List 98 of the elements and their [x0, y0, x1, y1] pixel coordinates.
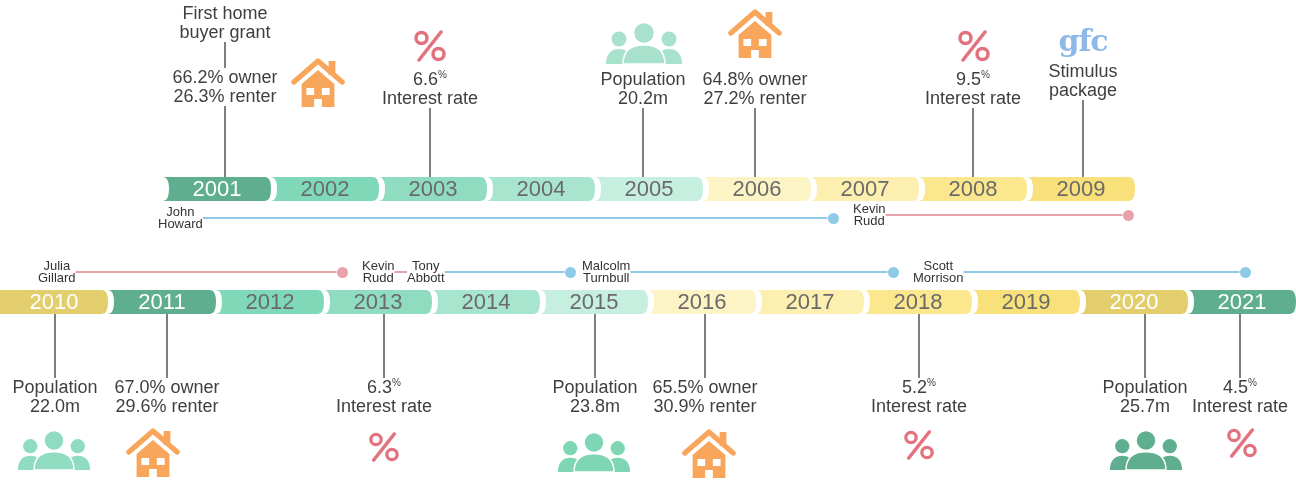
term-line — [884, 214, 1124, 216]
annotation-text: Interest rate — [1191, 397, 1288, 416]
leader-line — [224, 105, 226, 178]
year-label: 2013 — [353, 290, 403, 314]
rate-value: 9.5$^{%}$ — [956, 70, 990, 89]
term-line — [201, 217, 829, 219]
year-label: 2011 — [138, 290, 186, 314]
rate-value: 4.5$^{%}$ — [1223, 378, 1257, 397]
leader-line — [166, 313, 168, 379]
year-label: 2019 — [1001, 290, 1051, 314]
annotation-text: Interest rate — [870, 397, 967, 416]
leader-line — [1082, 99, 1084, 178]
dot-icon — [887, 266, 899, 278]
term-line — [629, 271, 889, 273]
timeline-segment — [379, 177, 487, 201]
abbreviation-text: gfc — [1058, 24, 1108, 58]
year-label: 2018 — [893, 290, 943, 314]
annotation-text: Population 23.8m — [549, 378, 641, 416]
rate-value: 6.6$^{%}$ — [413, 70, 447, 89]
dot-icon — [1239, 266, 1251, 278]
annotation-text: Interest rate — [381, 89, 478, 108]
leader-name: Kevin Rudd — [362, 260, 395, 284]
year-label: 2017 — [785, 290, 835, 314]
annotation-text: Population 20.2m — [597, 70, 689, 108]
annotation-text: 64.8% owner 27.2% renter — [695, 70, 815, 108]
annotation-text: Interest rate — [924, 89, 1021, 108]
leader-name: Julia Gillard — [38, 260, 76, 284]
annotation-text: Stimulus package — [1047, 62, 1119, 100]
timeline-segment — [163, 177, 271, 201]
leader-line — [918, 313, 920, 379]
timeline-segment — [703, 177, 811, 201]
leader-line — [383, 313, 385, 379]
leader-line — [754, 107, 756, 178]
timeline-segment — [1188, 290, 1296, 314]
timeline-segment — [324, 290, 432, 314]
year-label: 2016 — [677, 290, 727, 314]
dot-icon — [564, 266, 576, 278]
year-label: 2005 — [624, 177, 674, 201]
leader-name: Tony Abbott — [407, 260, 445, 284]
year-label: 2004 — [516, 177, 566, 201]
year-label: 2009 — [1056, 177, 1106, 201]
annotation-text: 66.2% owner 26.3% renter — [165, 68, 285, 106]
timeline-segment — [864, 290, 972, 314]
annotation-text: First home buyer grant — [170, 4, 280, 42]
leader-line — [1144, 313, 1146, 379]
term-line — [443, 271, 566, 273]
rate-value: 6.3$^{%}$ — [367, 378, 401, 397]
annotation-text: 67.0% owner 29.6% renter — [107, 378, 227, 416]
timeline-segment — [595, 177, 703, 201]
leader-line — [429, 107, 431, 178]
annotation-text: 65.5% owner 30.9% renter — [645, 378, 765, 416]
year-label: 2020 — [1109, 290, 1159, 314]
timeline-segment — [811, 177, 919, 201]
timeline-segment — [432, 290, 540, 314]
year-label: 2003 — [408, 177, 458, 201]
year-label: 2001 — [192, 177, 242, 201]
year-label: 2006 — [732, 177, 782, 201]
leader-name: Scott Morrison — [913, 260, 964, 284]
year-label: 2007 — [840, 177, 890, 201]
dot-icon — [827, 212, 839, 224]
term-line — [393, 271, 408, 273]
rate-value: 5.2$^{%}$ — [902, 378, 936, 397]
year-label: 2012 — [245, 290, 295, 314]
timeline-segment — [1080, 290, 1188, 314]
year-label: 2015 — [569, 290, 619, 314]
timeline-segment — [919, 177, 1027, 201]
leader-line — [54, 313, 56, 379]
timeline-segment — [756, 290, 864, 314]
term-line — [962, 271, 1241, 273]
year-label: 2021 — [1217, 290, 1267, 314]
timeline-segment — [216, 290, 324, 314]
annotation-text: Population 25.7m — [1099, 378, 1191, 416]
annotation-text: Population 22.0m — [9, 378, 101, 416]
leader-name: Kevin Rudd — [853, 203, 886, 227]
leader-line — [642, 107, 644, 178]
leader-line — [972, 107, 974, 178]
timeline-segment — [271, 177, 379, 201]
leader-line — [224, 41, 226, 69]
timeline-segment — [487, 177, 595, 201]
timeline-segment — [0, 290, 108, 314]
year-label: 2002 — [300, 177, 350, 201]
leader-name: John Howard — [158, 206, 203, 230]
year-label: 2014 — [461, 290, 511, 314]
leader-line — [594, 313, 596, 379]
dot-icon — [336, 266, 348, 278]
leader-line — [704, 313, 706, 379]
timeline-segment — [1027, 177, 1135, 201]
year-label: 2010 — [29, 290, 79, 314]
dot-icon — [1122, 209, 1134, 221]
annotation-text: Interest rate — [335, 397, 432, 416]
timeline-segment — [540, 290, 648, 314]
leader-name: Malcolm Turnbull — [582, 260, 631, 284]
term-line — [74, 271, 338, 273]
year-label: 2008 — [948, 177, 998, 201]
timeline-segment — [972, 290, 1080, 314]
leader-line — [1239, 313, 1241, 379]
timeline-segment — [108, 290, 216, 314]
timeline-segment — [648, 290, 756, 314]
